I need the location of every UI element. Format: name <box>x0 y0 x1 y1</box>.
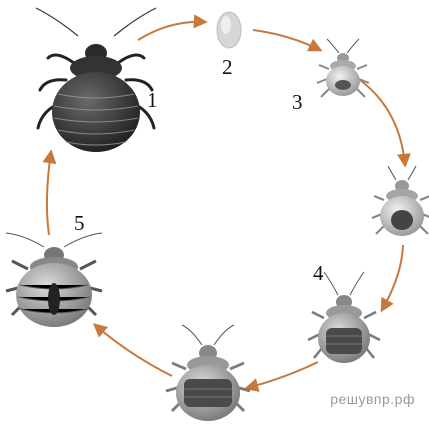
stage-label-3: 3 <box>292 92 303 113</box>
stage-label-1: 1 <box>147 90 158 111</box>
arrow-3b-to-4 <box>382 245 403 310</box>
stage-label-2: 2 <box>222 57 233 78</box>
arrow-4-to-4b <box>247 362 318 388</box>
arrow-3-to-3b <box>360 80 405 165</box>
watermark: решувпр.рф <box>330 391 415 407</box>
arrow-1-to-2 <box>138 22 205 40</box>
arrow-2-to-3 <box>253 30 320 50</box>
arrow-5-to-1 <box>47 152 51 235</box>
stage-label-4: 4 <box>313 263 324 284</box>
egg-icon <box>217 12 241 48</box>
arrow-4b-to-5 <box>95 325 172 376</box>
nymph-medium-icon <box>372 166 429 236</box>
nymph-large-icon <box>308 272 380 363</box>
nymph-xlarge-icon <box>166 325 250 421</box>
stage-label-5: 5 <box>74 213 85 234</box>
adult-bug-icon <box>36 8 156 152</box>
nymph-small-icon <box>317 39 369 97</box>
nymph-final-icon <box>6 233 102 327</box>
